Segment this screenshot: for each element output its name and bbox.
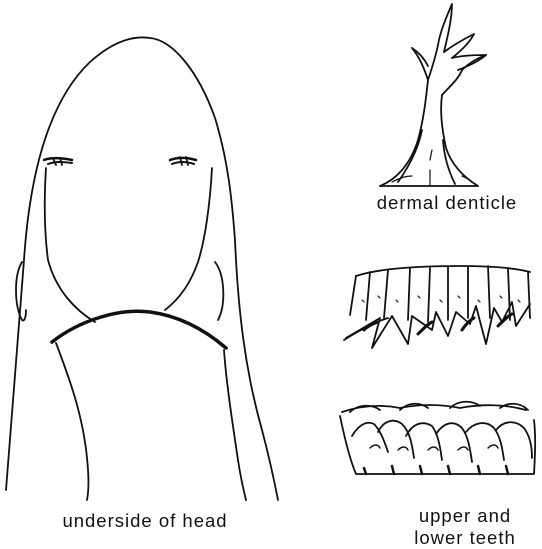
denticle-base [380,48,428,186]
dermal-denticle-drawing [380,4,486,186]
throat-line-right [224,350,246,500]
denticle-caption: dermal denticle [352,192,542,214]
head-caption: underside of head [0,510,290,532]
inner-snout-line-right [165,168,212,310]
teeth-caption-line-1: upper and [390,505,540,527]
lower-teeth-drawing [340,402,535,474]
teeth-caption: upper and lower teeth [390,505,540,549]
upper-teeth-drawing [344,266,530,348]
shark-head-drawing [6,37,278,500]
inner-snout-line [45,168,95,322]
mouth [52,311,226,348]
head-outline [6,37,278,500]
right-nostril-icon [170,157,196,165]
right-gill-bulge [215,262,223,320]
throat-line-left [56,343,88,500]
teeth-caption-line-2: lower teeth [390,527,540,549]
left-nostril-icon [44,158,72,165]
